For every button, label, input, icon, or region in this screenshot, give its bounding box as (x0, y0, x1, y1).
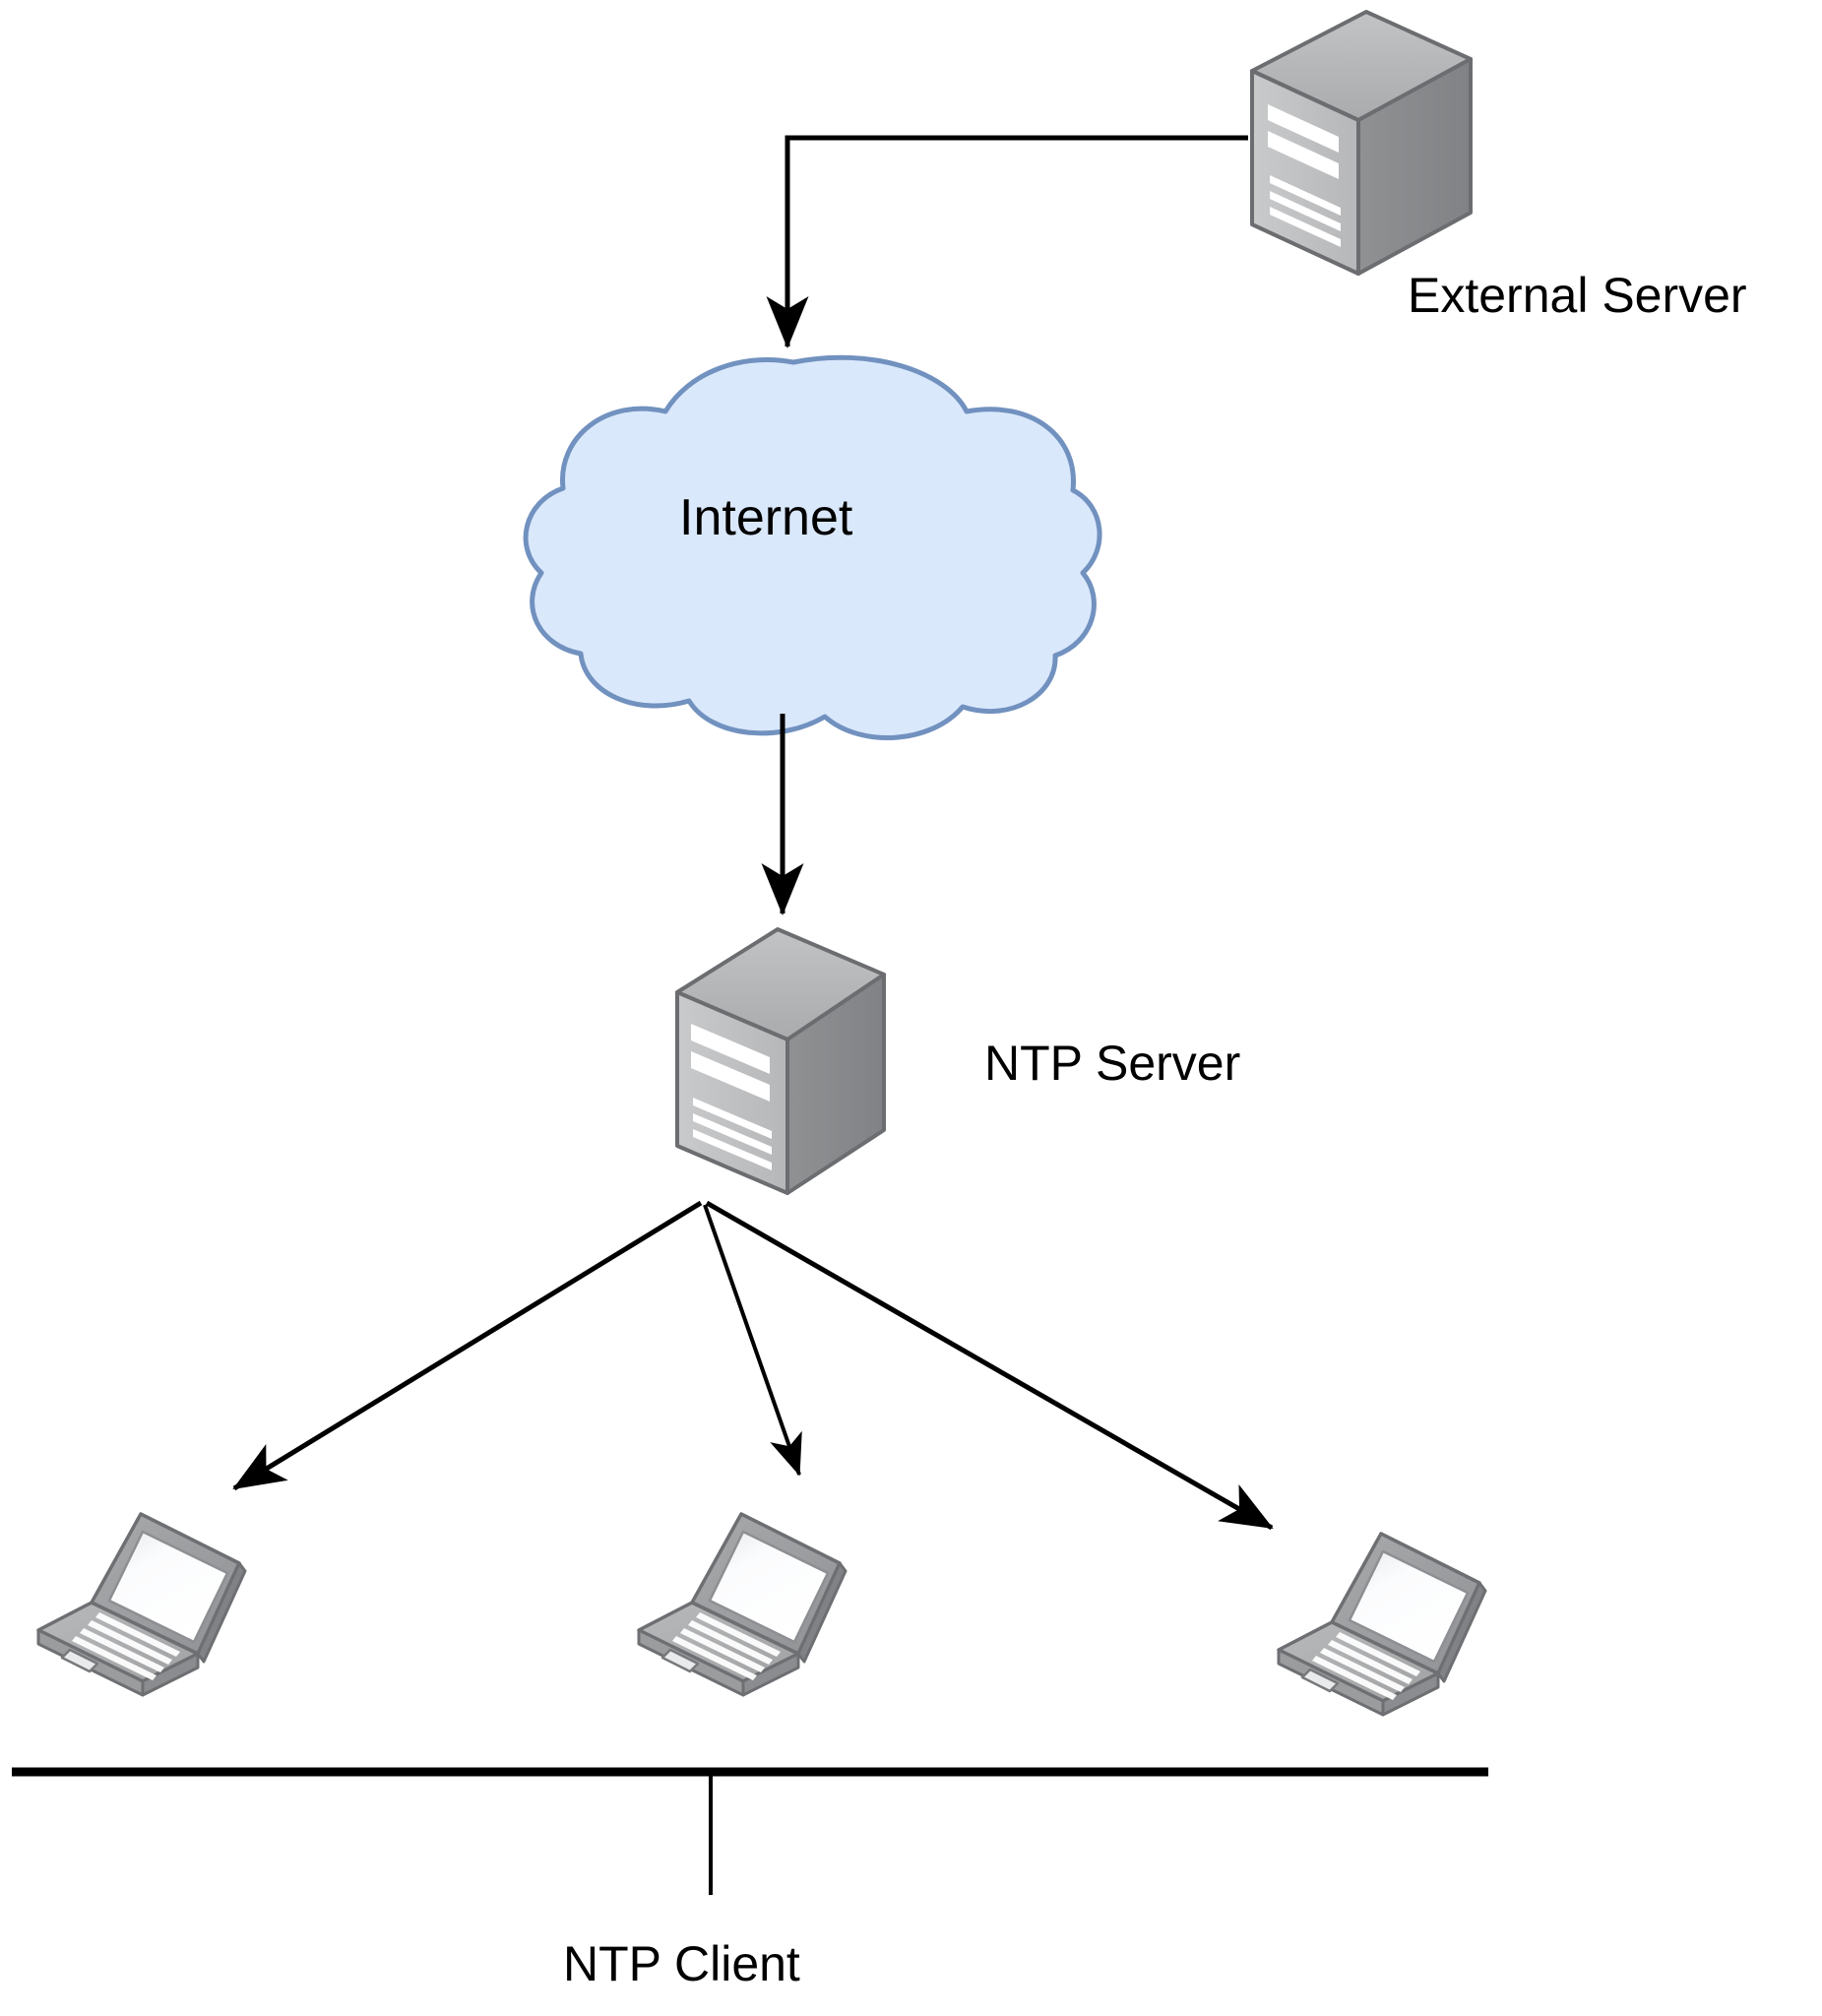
client-bus-line (12, 1767, 1488, 1895)
edge-ntp-server-to-client-left (232, 1200, 703, 1491)
edge-ntp-server-to-client-right (705, 1200, 1274, 1531)
edge-external-server-to-internet (766, 135, 1248, 349)
server-icon-ntp (675, 927, 886, 1195)
label-ntp-server: NTP Server (984, 1036, 1241, 1091)
laptop-icon-client-middle (637, 1512, 848, 1697)
laptop-icon-client-left (36, 1512, 247, 1697)
label-external-server: External Server (1408, 268, 1747, 323)
cloud-icon-internet (523, 354, 1102, 740)
laptop-icon-client-right (1277, 1532, 1487, 1717)
server-icon-external (1250, 10, 1473, 276)
label-ntp-client: NTP Client (563, 1936, 800, 1991)
label-internet-cloud: Internet (679, 489, 853, 546)
edge-ntp-server-to-client-middle (703, 1204, 802, 1477)
